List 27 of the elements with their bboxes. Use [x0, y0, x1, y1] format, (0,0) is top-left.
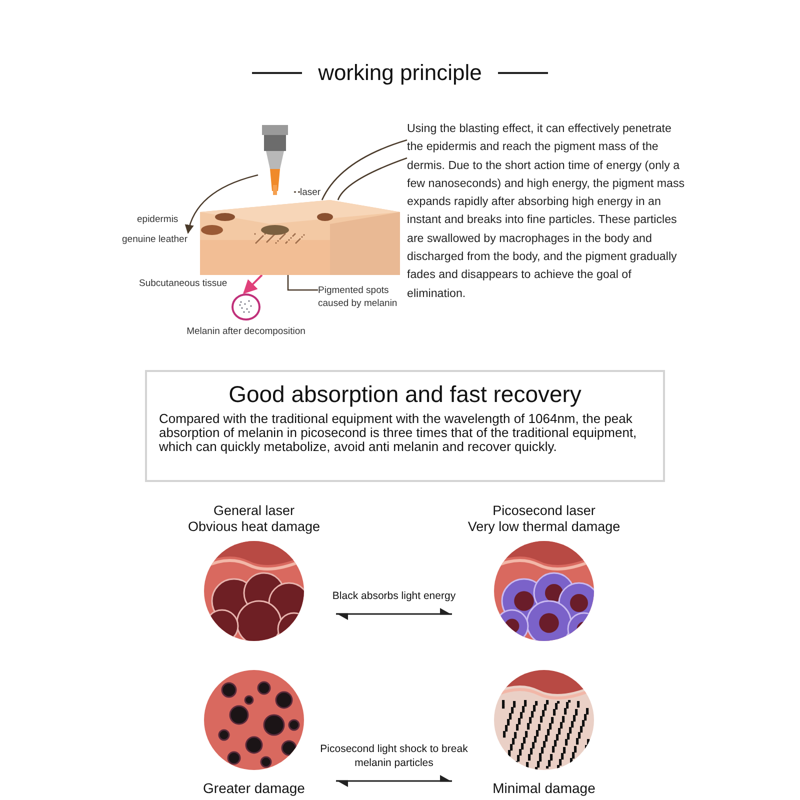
part-label: Subcutaneous tissue — [139, 277, 228, 290]
part-label: laser — [300, 186, 334, 199]
circle-heading: Obvious heat damage — [188, 519, 320, 535]
part-label: epidermis — [137, 213, 178, 226]
arrow — [243, 274, 263, 294]
circle-heading: Very low thermal damage — [468, 519, 620, 535]
skin-layers-drawing — [200, 200, 400, 275]
part-label: genuine leather — [122, 233, 196, 246]
edge-label: Picosecond light shock to break melanin particles — [319, 742, 469, 770]
panel-heading: Good absorption and fast recovery — [228, 380, 582, 408]
leader-line — [287, 275, 318, 291]
leader-line — [321, 139, 408, 200]
arrow — [185, 174, 258, 234]
equilibrium-arrow — [336, 775, 452, 787]
leader-line — [337, 157, 408, 200]
panel-text: Compared with the traditional equipment with the wavelength of 1064nm, the peak absorption of melanin in picosecond is three times that of the traditional equipment, which can quickly metabolize, avoid anti melanin and recover quickly. — [159, 412, 638, 454]
part-label: Pigmented spots caused by melanin — [318, 284, 400, 310]
circle-caption: Greater damage — [203, 780, 305, 796]
circle-caption: Melanin after decomposition — [186, 325, 306, 339]
circle-heading: Picosecond laser — [492, 503, 596, 519]
circle-heading: General laser — [213, 503, 295, 519]
leader-line — [292, 191, 300, 193]
description-paragraph: Using the blasting effect, it can effectively penetrate the epidermis and reach the pigment mass of the dermis. Due to the short action time of energy (only a few nanoseconds) and high energy, the pigment mass expands rapidly after absorbing high energy in an instant and breaks into fine particles. These particles are swallowed by macrophages in the body and discharged from the body, and the pigment gradually fades and disappears to achieve the goal of elimination. — [407, 120, 689, 342]
equilibrium-arrow — [336, 608, 452, 620]
info-panel — [145, 370, 665, 482]
circle-caption: Minimal damage — [492, 780, 596, 796]
section-title: working principle — [318, 59, 482, 87]
